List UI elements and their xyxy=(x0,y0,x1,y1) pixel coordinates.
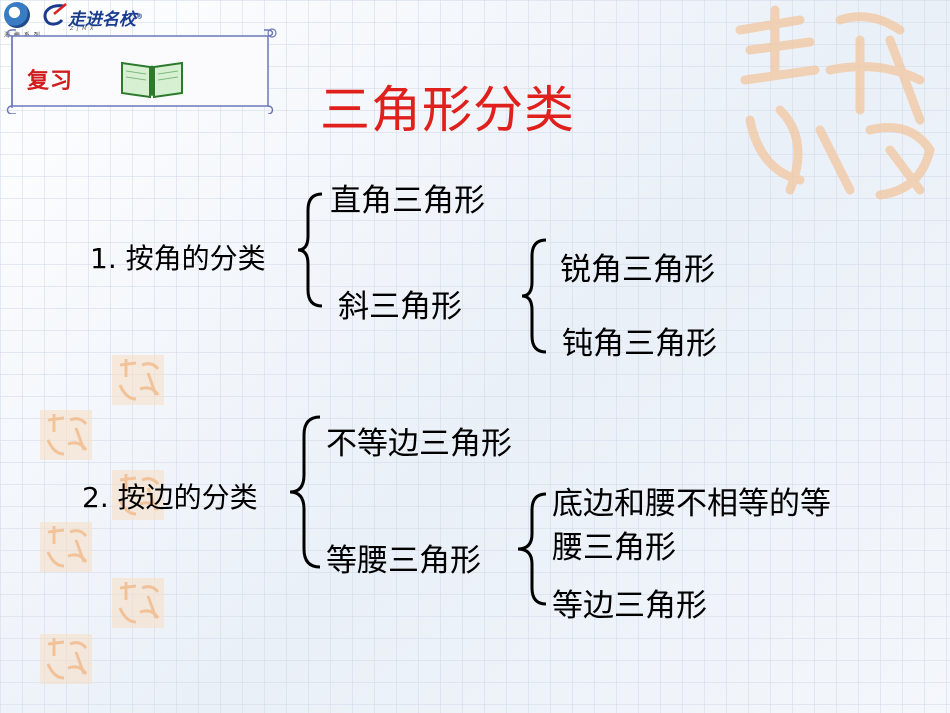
seal-decoration-icon xyxy=(40,634,92,684)
brand-name: 走进名校® xyxy=(68,10,143,30)
calligraphy-decoration-icon xyxy=(735,5,935,200)
section-label: 复习 xyxy=(27,69,74,94)
side-brace-icon xyxy=(289,415,321,569)
seal-decoration-icon xyxy=(112,470,164,520)
acute-triangle-text: 锐角三角形 xyxy=(560,252,715,288)
angle-brace-icon xyxy=(297,192,323,308)
obtuse-triangle-text: 钝角三角形 xyxy=(562,326,717,362)
open-book-icon xyxy=(121,61,183,99)
oblique-triangle-text: 斜三角形 xyxy=(338,289,462,325)
right-triangle-text: 直角三角形 xyxy=(330,183,485,219)
seal-decoration-icon xyxy=(112,578,164,628)
angle-classification-label: 1. 按角的分类 xyxy=(90,242,266,275)
seal-decoration-icon xyxy=(40,410,92,460)
non-equilateral-isosceles-text-line1: 底边和腰不相等的等 xyxy=(552,486,831,522)
brand-swoosh-icon xyxy=(43,3,67,26)
isosceles-triangle-text: 等腰三角形 xyxy=(326,543,481,579)
equilateral-triangle-text: 等边三角形 xyxy=(552,588,707,624)
school-badge-icon xyxy=(4,2,30,28)
page-title: 三角形分类 xyxy=(320,81,575,139)
oblique-brace-icon xyxy=(521,238,547,354)
isosceles-brace-icon xyxy=(517,492,547,606)
side-classification-label: 2. 按边的分类 xyxy=(82,481,258,514)
seal-decoration-icon xyxy=(40,522,92,572)
seal-decoration-icon xyxy=(112,355,164,405)
brand-tagline: Z J M X xyxy=(70,26,95,32)
scalene-triangle-text: 不等边三角形 xyxy=(326,426,512,462)
non-equilateral-isosceles-text-line2: 腰三角形 xyxy=(552,530,676,566)
